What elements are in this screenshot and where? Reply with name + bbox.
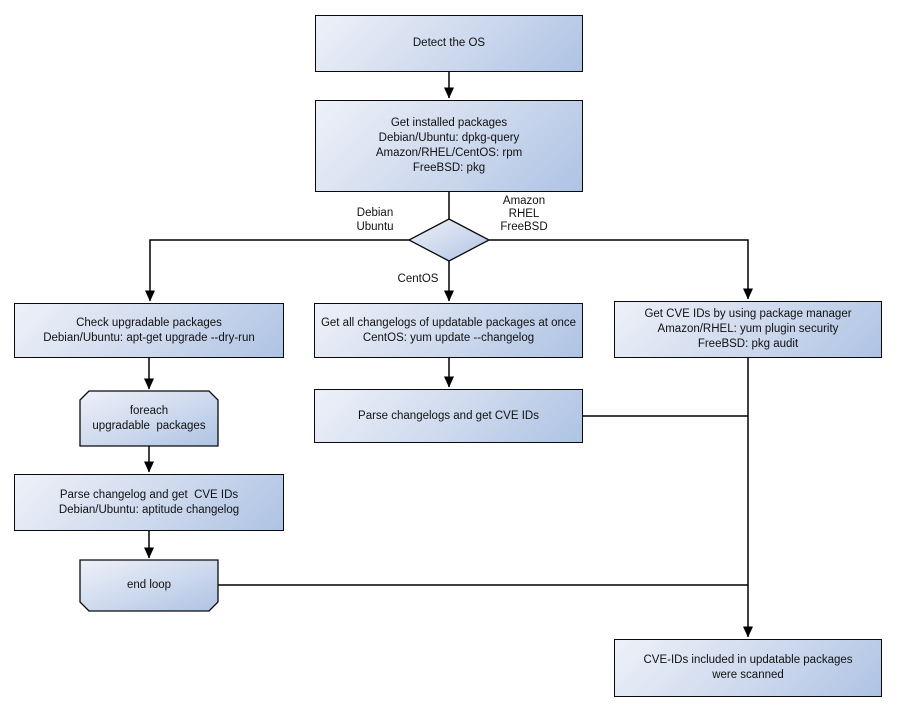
- edge-label-debian-ubuntu: Debian Ubuntu: [356, 207, 394, 233]
- node-parse-changelog-left: Parse changelog and get CVE IDs Debian/U…: [14, 474, 284, 531]
- node-get-all-changelogs-label: Get all changelogs of updatable packages…: [320, 316, 577, 344]
- node-parse-changelog-left-label: Parse changelog and get CVE IDs Debian/U…: [58, 488, 240, 516]
- node-get-installed-packages: Get installed packages Debian/Ubuntu: dp…: [315, 100, 583, 192]
- node-parse-changelogs-mid-label: Parse changelogs and get CVE IDs: [358, 409, 539, 422]
- node-check-upgradable-label: Check upgradable packages Debian/Ubuntu:…: [43, 316, 255, 344]
- node-detect-os: Detect the OS: [315, 15, 583, 72]
- node-get-all-changelogs: Get all changelogs of updatable packages…: [314, 303, 583, 358]
- node-foreach-loop-label: foreach upgradable packages: [92, 404, 206, 432]
- edge-label-centos: CentOS: [397, 273, 439, 285]
- edge-decision-to-get-cve-ids: [489, 239, 753, 300]
- node-detect-os-label: Detect the OS: [412, 37, 486, 49]
- node-end-loop: end loop: [80, 560, 218, 611]
- node-cve-ids-scanned: CVE-IDs included in updatable packages w…: [614, 639, 882, 697]
- decision-diamond: [407, 218, 491, 262]
- node-parse-changelogs-mid: Parse changelogs and get CVE IDs: [314, 389, 583, 443]
- node-check-upgradable: Check upgradable packages Debian/Ubuntu:…: [14, 303, 284, 358]
- node-get-cve-ids-pkg-manager-label: Get CVE IDs by using package manager Ama…: [644, 308, 852, 350]
- edge-decision-to-check-upgradable: [145, 239, 409, 302]
- edge-label-amazon-rhel-freebsd: Amazon RHEL FreeBSD: [500, 195, 548, 233]
- node-foreach-loop: foreach upgradable packages: [80, 391, 218, 446]
- foreach-loop-shape: [79, 390, 219, 447]
- node-end-loop-label: end loop: [126, 579, 172, 591]
- end-loop-shape: [79, 559, 219, 612]
- node-get-installed-packages-label: Get installed packages Debian/Ubuntu: dp…: [375, 117, 523, 174]
- node-get-cve-ids-pkg-manager: Get CVE IDs by using package manager Ama…: [614, 301, 882, 358]
- node-cve-ids-scanned-label: CVE-IDs included in updatable packages w…: [643, 654, 853, 681]
